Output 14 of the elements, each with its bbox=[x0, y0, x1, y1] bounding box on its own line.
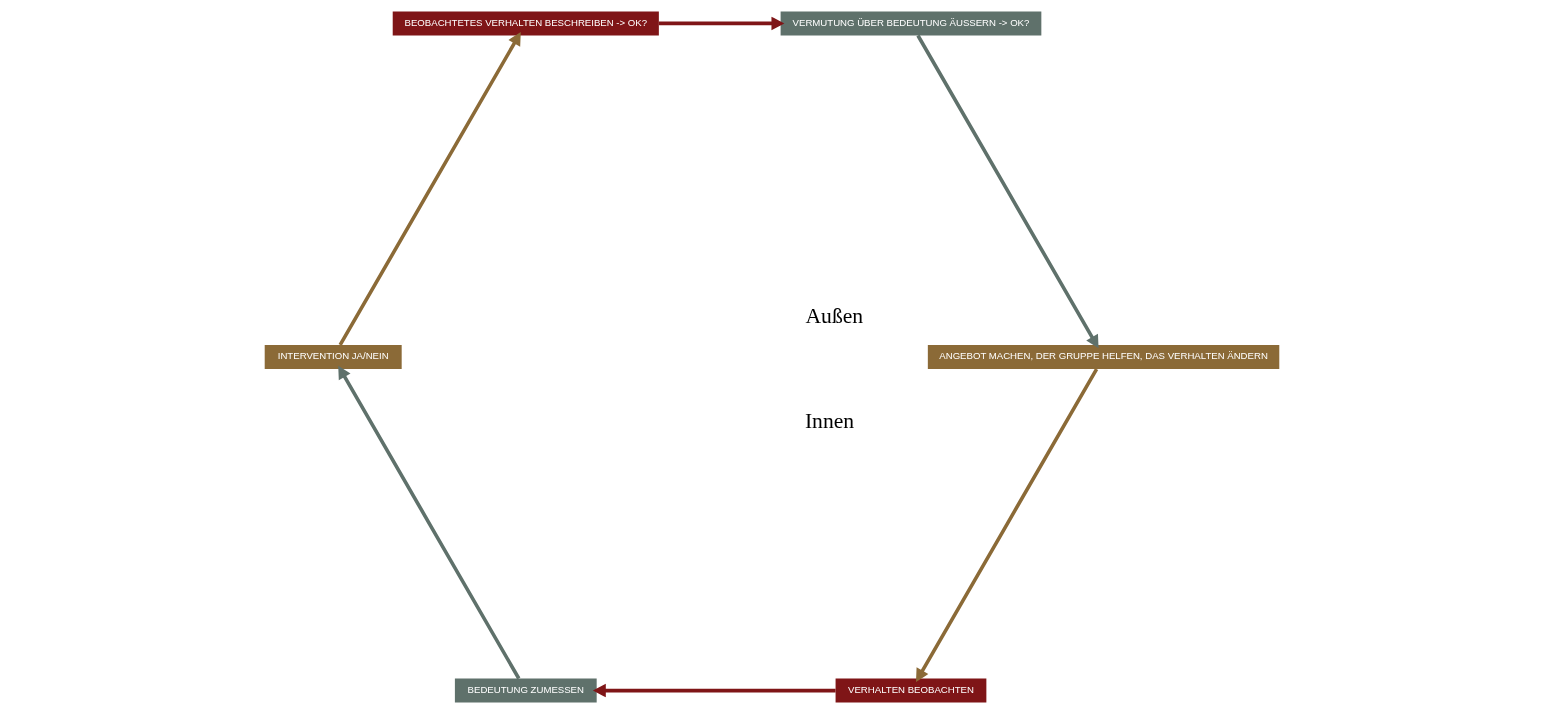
arrow bbox=[658, 16, 785, 30]
node-box: INTERVENTION JA/NEIN bbox=[264, 344, 402, 369]
arrow bbox=[916, 367, 1099, 682]
label: Innen bbox=[804, 408, 855, 433]
node-box: ANGEBOT MACHEN, DER GRUPPE HELFEN, DAS VERHALTEN ÄNDERN bbox=[927, 344, 1280, 369]
arrow bbox=[338, 365, 521, 679]
node-box: VERMUTUNG ÜBER BEDEUTUNG ÄUSSERN -> OK? bbox=[780, 10, 1042, 35]
label: Außen bbox=[805, 303, 864, 328]
arrow bbox=[592, 683, 836, 697]
arrow bbox=[338, 31, 521, 346]
arrow bbox=[916, 34, 1099, 348]
node-box: VERHALTEN BEOBACHTEN bbox=[835, 678, 987, 703]
node-box: BEOBACHTETES VERHALTEN BESCHREIBEN -> OK? bbox=[392, 10, 659, 35]
node-box: BEDEUTUNG ZUMESSEN bbox=[454, 678, 597, 703]
